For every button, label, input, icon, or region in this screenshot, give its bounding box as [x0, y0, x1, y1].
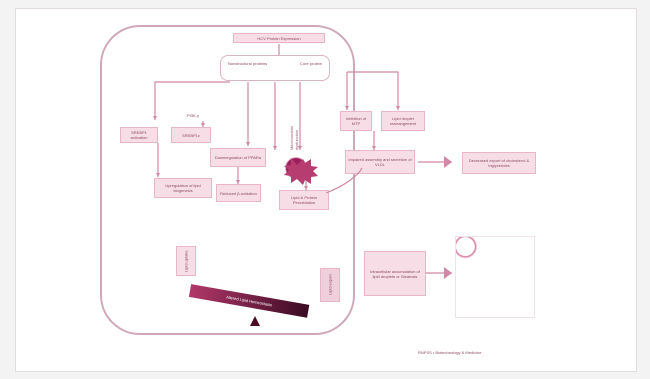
decreased-export: Decreased export of cholesterol & trigly…	[462, 152, 536, 174]
intracellular-accumulation: Intracellular accumulation of lipid drop…	[364, 251, 426, 296]
lipid-protein-peroxidation: Lipid & Protein Peroxidation	[279, 190, 329, 210]
reduced-beta-oxidation: Reduced β-oxidation	[216, 184, 261, 202]
downregulation-pparalpha: Downregulation of PPARα	[210, 148, 266, 167]
lipid-droplet-rearrangement: Lipid droplet rearrangement	[381, 111, 425, 131]
fulcrum	[250, 316, 260, 326]
protein-expression-panel	[220, 55, 330, 81]
steatosis-micrograph	[455, 236, 535, 318]
upregulation-lipid-biogenesis: Upregulation of lipid biogenesis	[154, 178, 212, 198]
cell-outline	[100, 25, 355, 335]
srebp1c: SREBP1c	[171, 127, 211, 143]
hcv-protein-expression: HCV Protein Expression	[233, 33, 325, 43]
srebp1-activation: SREBP1 activation	[120, 127, 158, 143]
impaired-assembly: Impaired assembly and secretion of VLDL	[345, 150, 415, 174]
pi3k: PI3K-γ	[187, 113, 200, 118]
inhibition-mtp: Inhibition of MTP	[340, 111, 372, 131]
core-protein: Core protein	[300, 61, 323, 66]
nonstructural-proteins: Nonstructural proteins	[228, 61, 268, 66]
figure-credit: RNPSS • Biotechnology & Medicine	[418, 350, 482, 355]
